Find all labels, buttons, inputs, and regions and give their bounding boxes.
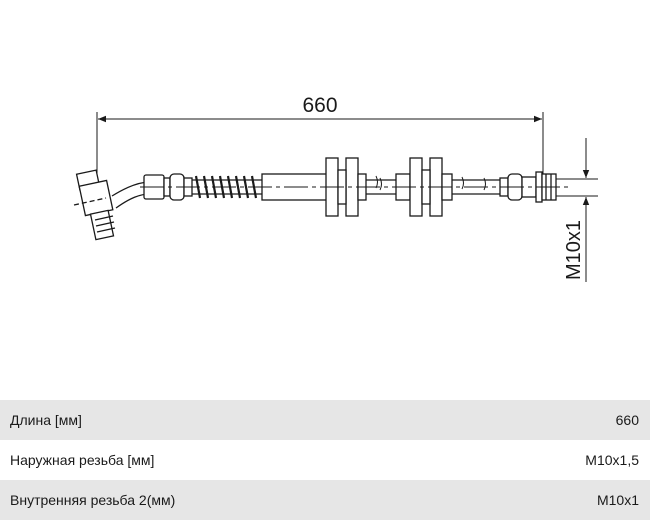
length-dimension: 660 (96, 94, 544, 178)
spec-label: Длина [мм] (10, 412, 82, 428)
spec-table: Длина [мм] 660 Наружная резьба [мм] M10x… (0, 400, 650, 520)
banjo-fitting (73, 169, 151, 241)
spec-value: M10x1,5 (585, 452, 639, 468)
spec-row-length: Длина [мм] 660 (0, 400, 650, 440)
spec-label: Наружная резьба [мм] (10, 452, 155, 468)
thread-dimension (556, 138, 598, 282)
spec-row-inner-thread: Внутренняя резьба 2(мм) M10x1 (0, 480, 650, 520)
thread-dimension-label: M10x1 (563, 220, 585, 280)
spec-label: Внутренняя резьба 2(мм) (10, 492, 176, 508)
hose-drawing-svg: 660 (73, 94, 598, 282)
spec-value: 660 (615, 412, 639, 428)
length-dimension-label: 660 (302, 94, 337, 117)
spec-value: M10x1 (596, 492, 639, 508)
hose-body (366, 175, 396, 195)
hose-body-right (452, 176, 500, 195)
hose-assembly (73, 157, 570, 241)
hose-technical-drawing: 660 (73, 94, 598, 282)
spec-row-outer-thread: Наружная резьба [мм] M10x1,5 (0, 440, 650, 480)
